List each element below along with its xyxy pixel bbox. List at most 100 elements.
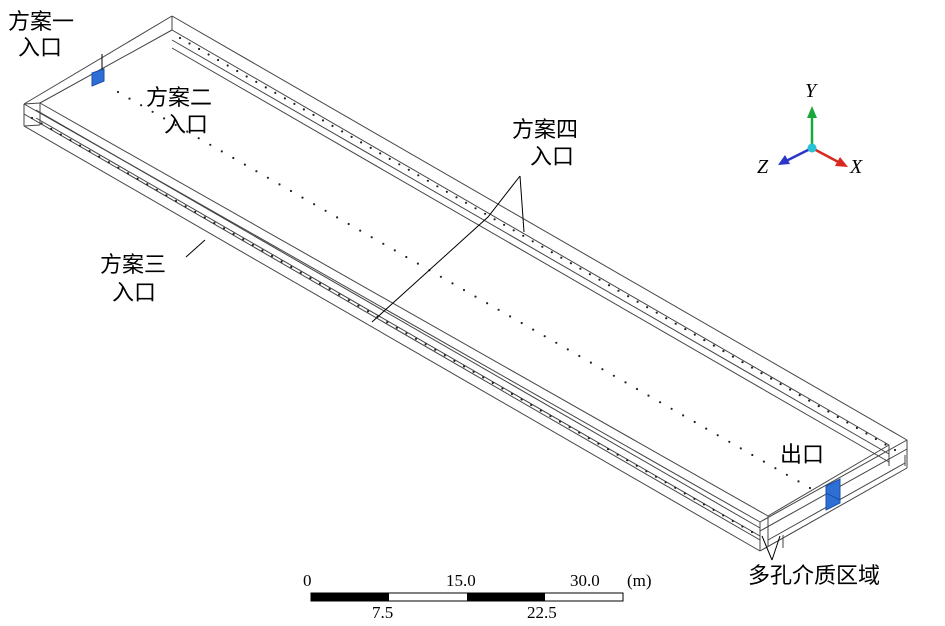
measurement-point [636, 300, 639, 303]
measurement-point [360, 141, 363, 144]
measurement-point [283, 97, 286, 100]
measurement-point [50, 127, 53, 131]
measurement-point [664, 481, 667, 484]
scheme1-label-line2: 入口 [18, 36, 63, 61]
measurement-point [750, 366, 754, 369]
measurement-point [395, 326, 398, 329]
wireframe-edge [759, 439, 908, 523]
scheme3-leader [185, 239, 206, 258]
measurement-point [293, 102, 296, 105]
measurement-point [136, 177, 139, 180]
measurement-point [712, 344, 716, 347]
measurement-point [789, 388, 792, 391]
x-arrow-icon [835, 157, 848, 167]
measurement-point [379, 152, 382, 155]
leader-lines [101, 54, 781, 561]
measurement-point [598, 278, 601, 281]
measurement-point [568, 426, 571, 429]
scale-bar-segment-3 [467, 593, 545, 601]
measurement-point [318, 282, 322, 285]
measurement-point [407, 168, 410, 171]
measurement-point [579, 267, 582, 270]
scheme4-label-line1: 方案四 [512, 118, 579, 143]
measurement-point [445, 190, 448, 193]
measurement-point [597, 442, 600, 445]
measurement-point [560, 256, 563, 259]
wireframe-edge [171, 39, 890, 455]
measurement-point [140, 104, 143, 107]
measurement-point [261, 249, 264, 252]
y-arrow-icon [807, 106, 817, 118]
measurement-point [578, 431, 581, 434]
measurement-point [464, 201, 468, 204]
measurement-point [541, 245, 544, 248]
outlet-patch-edge [825, 492, 841, 501]
measurement-point [646, 306, 649, 309]
measurement-point [369, 146, 372, 149]
measurement-point [289, 189, 293, 193]
measurement-point [242, 238, 245, 241]
measurement-point [607, 284, 611, 287]
measurement-point [674, 486, 677, 489]
measurement-point [741, 525, 744, 528]
measurement-point [808, 399, 811, 402]
measurement-point [245, 75, 248, 78]
measurement-point [493, 218, 496, 221]
wireframe-edge [35, 109, 761, 529]
measurement-point [163, 117, 166, 120]
measurement-point [251, 243, 254, 247]
measurement-point [510, 392, 514, 396]
measurement-point [693, 497, 696, 500]
measurement-point [117, 166, 120, 169]
measurement-point [855, 426, 859, 430]
measurement-point [654, 475, 658, 478]
scale-tick-30: 30.0 [570, 571, 600, 590]
measurement-point [174, 123, 177, 127]
measurement-point [606, 448, 610, 451]
measurement-point [798, 394, 801, 397]
measurement-point [741, 361, 744, 364]
measurement-point [236, 69, 239, 73]
measurement-point [439, 275, 442, 278]
measurement-point [655, 311, 658, 314]
measurement-point [674, 322, 677, 325]
measurement-point [874, 437, 878, 441]
measurement-point [817, 405, 820, 408]
measurement-point [280, 260, 283, 263]
measurement-point [451, 282, 454, 285]
measurement-point [309, 277, 312, 280]
measurement-point [359, 229, 362, 232]
measurement-point [550, 251, 553, 254]
wireframe-edge [171, 15, 908, 441]
measurement-point [635, 464, 638, 467]
measurement-point [578, 354, 581, 358]
measurement-point [312, 113, 315, 116]
measurement-point [455, 196, 458, 199]
measurement-point [357, 304, 360, 307]
wireframe-edge [23, 125, 761, 552]
measurement-point [530, 403, 533, 407]
measurement-point [336, 216, 339, 219]
measurement-point [808, 486, 812, 490]
measurement-point [30, 116, 34, 120]
scheme3-label-line2: 入口 [112, 281, 157, 306]
measurement-point [126, 172, 130, 175]
scale-tick-22-5: 22.5 [527, 603, 557, 622]
measurement-point [188, 42, 191, 45]
measurement-point [290, 265, 293, 269]
measurement-point [522, 234, 525, 237]
measurement-point [331, 124, 334, 127]
measurement-point [165, 194, 168, 197]
measurement-point [213, 221, 216, 224]
measurement-point [386, 321, 389, 324]
measurement-point [301, 196, 304, 199]
measurement-point [328, 288, 331, 291]
measurement-point [645, 470, 648, 473]
measurement-point [635, 387, 639, 391]
measurement-point [338, 293, 341, 296]
scale-unit: (m) [627, 571, 652, 590]
scheme2-label-line1: 方案二 [146, 86, 213, 111]
measurement-point [751, 453, 754, 457]
measurement-point [712, 508, 715, 511]
outlet-label: 出口 [780, 443, 825, 468]
